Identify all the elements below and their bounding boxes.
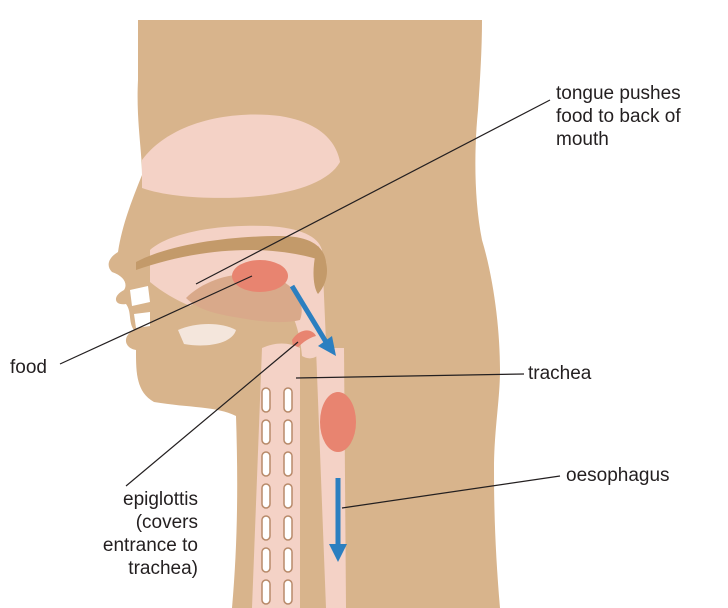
oesophagus-label: oesophagus [566,464,670,487]
food-bolus-mouth [232,260,288,292]
food-bolus-oesophagus [320,392,356,452]
lower-teeth [134,312,150,328]
epiglottis-label: epiglottis (covers entrance to trachea) [30,488,198,580]
trachea-label: trachea [528,362,591,385]
tongue-label: tongue pushes food to back of mouth [556,82,726,151]
food-label: food [10,356,47,379]
